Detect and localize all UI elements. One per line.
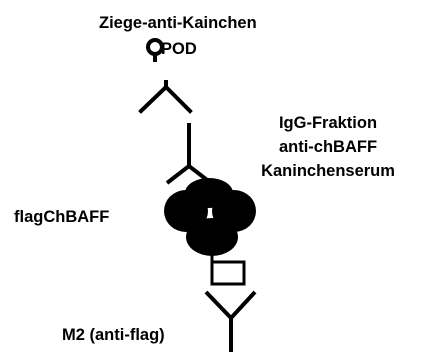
enzyme-label: POD [161,40,197,58]
enzyme-ring-icon [146,38,164,56]
igg-fraction-label-line3: Kaninchenserum [261,162,395,180]
secondary-antibody-icon [138,80,193,114]
antigen-label: flagChBAFF [14,208,109,226]
capture-antibody-label: M2 (anti-flag) [62,326,165,344]
igg-fraction-label-line2: anti-chBAFF [279,138,377,156]
flag-tag-box-icon [210,260,246,286]
secondary-antibody-label: Ziege-anti-Kainchen [99,14,257,32]
capture-antibody-icon [204,290,257,352]
igg-fraction-label-line1: IgG-Fraktion [279,114,377,132]
antigen-trimer-icon [164,178,256,256]
primary-antibody-icon [165,163,213,185]
